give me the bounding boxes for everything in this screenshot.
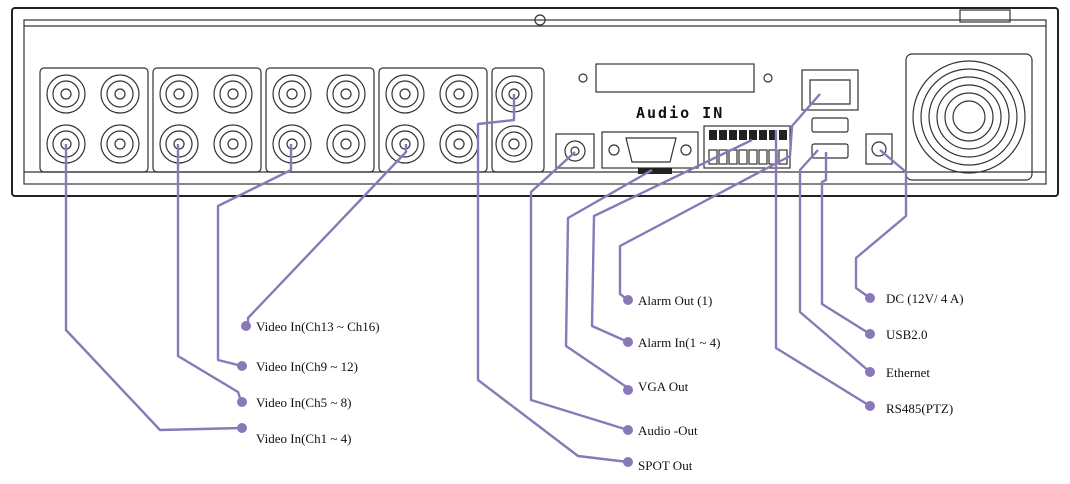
expansion-port	[578, 63, 773, 93]
bnc-connector	[326, 124, 366, 164]
terminal-slot	[728, 149, 738, 165]
terminal-screw	[719, 130, 727, 140]
terminal-slot	[738, 149, 748, 165]
label-video-in-9-12: Video In(Ch9 ~ 12)	[256, 359, 358, 374]
bnc-connector-banks	[39, 67, 545, 173]
leader-video-5-8	[176, 144, 244, 405]
bnc-connector	[272, 74, 312, 114]
audio-out-jack	[555, 133, 595, 169]
bnc-bank-1	[39, 67, 149, 173]
spot-out-bank	[491, 67, 545, 173]
leader-video-9-12	[216, 144, 293, 368]
label-audio-out: Audio -Out	[638, 423, 698, 438]
bnc-connector	[100, 74, 140, 114]
leader-dc	[854, 149, 908, 299]
label-video-in-5-8: Video In(Ch5 ~ 8)	[256, 395, 351, 410]
terminal-slot	[758, 149, 768, 165]
bnc-connector	[46, 74, 86, 114]
label-spot-out: SPOT Out	[638, 458, 693, 473]
bnc-connector	[326, 74, 366, 114]
terminal-screw	[759, 130, 767, 140]
ethernet-port	[801, 69, 859, 111]
leader-spot-out	[476, 94, 629, 464]
leader-video-1-4	[64, 144, 243, 432]
bnc-connector	[439, 74, 479, 114]
bnc-connector	[495, 125, 533, 163]
label-ethernet: Ethernet	[886, 365, 930, 380]
terminal-slot	[748, 149, 758, 165]
label-dc: DC (12V/ 4 A)	[886, 291, 964, 306]
terminal-screw	[729, 130, 737, 140]
bnc-connector	[213, 74, 253, 114]
label-video-in-13-16: Video In(Ch13 ~ Ch16)	[256, 319, 380, 334]
terminal-screw	[749, 130, 757, 140]
leader-alarm-out	[618, 93, 821, 301]
vga-port	[601, 131, 699, 174]
leader-audio-out	[529, 151, 629, 432]
bnc-connector	[439, 124, 479, 164]
audio-in-header: Audio IN	[636, 104, 724, 122]
leader-lines	[64, 93, 908, 464]
label-vga-out: VGA Out	[638, 379, 689, 394]
leader-alarm-in	[590, 138, 753, 344]
terminal-screw	[709, 130, 717, 140]
bnc-bank-4	[378, 67, 488, 173]
label-usb: USB2.0	[886, 327, 928, 342]
leader-rs485	[774, 130, 871, 408]
usb-ports	[811, 117, 849, 159]
bnc-connector	[213, 124, 253, 164]
bnc-bank-2	[152, 67, 262, 173]
label-alarm-out: Alarm Out (1)	[638, 293, 712, 308]
label-rs485: RS485(PTZ)	[886, 401, 953, 416]
leader-ethernet	[798, 149, 871, 373]
leader-vga-out	[564, 168, 653, 389]
fan-grille	[905, 53, 1033, 181]
terminal-screw	[769, 130, 777, 140]
bnc-connector	[100, 124, 140, 164]
terminal-screw	[779, 130, 787, 140]
label-dots	[237, 293, 875, 467]
bnc-connector	[385, 74, 425, 114]
label-alarm-in: Alarm In(1 ~ 4)	[638, 335, 720, 350]
dc-jack	[865, 133, 893, 165]
leader-usb	[820, 152, 871, 336]
bnc-connector	[159, 74, 199, 114]
terminal-screw	[739, 130, 747, 140]
bnc-bank-3	[265, 67, 375, 173]
label-video-in-1-4: Video In(Ch1 ~ 4)	[256, 431, 351, 446]
